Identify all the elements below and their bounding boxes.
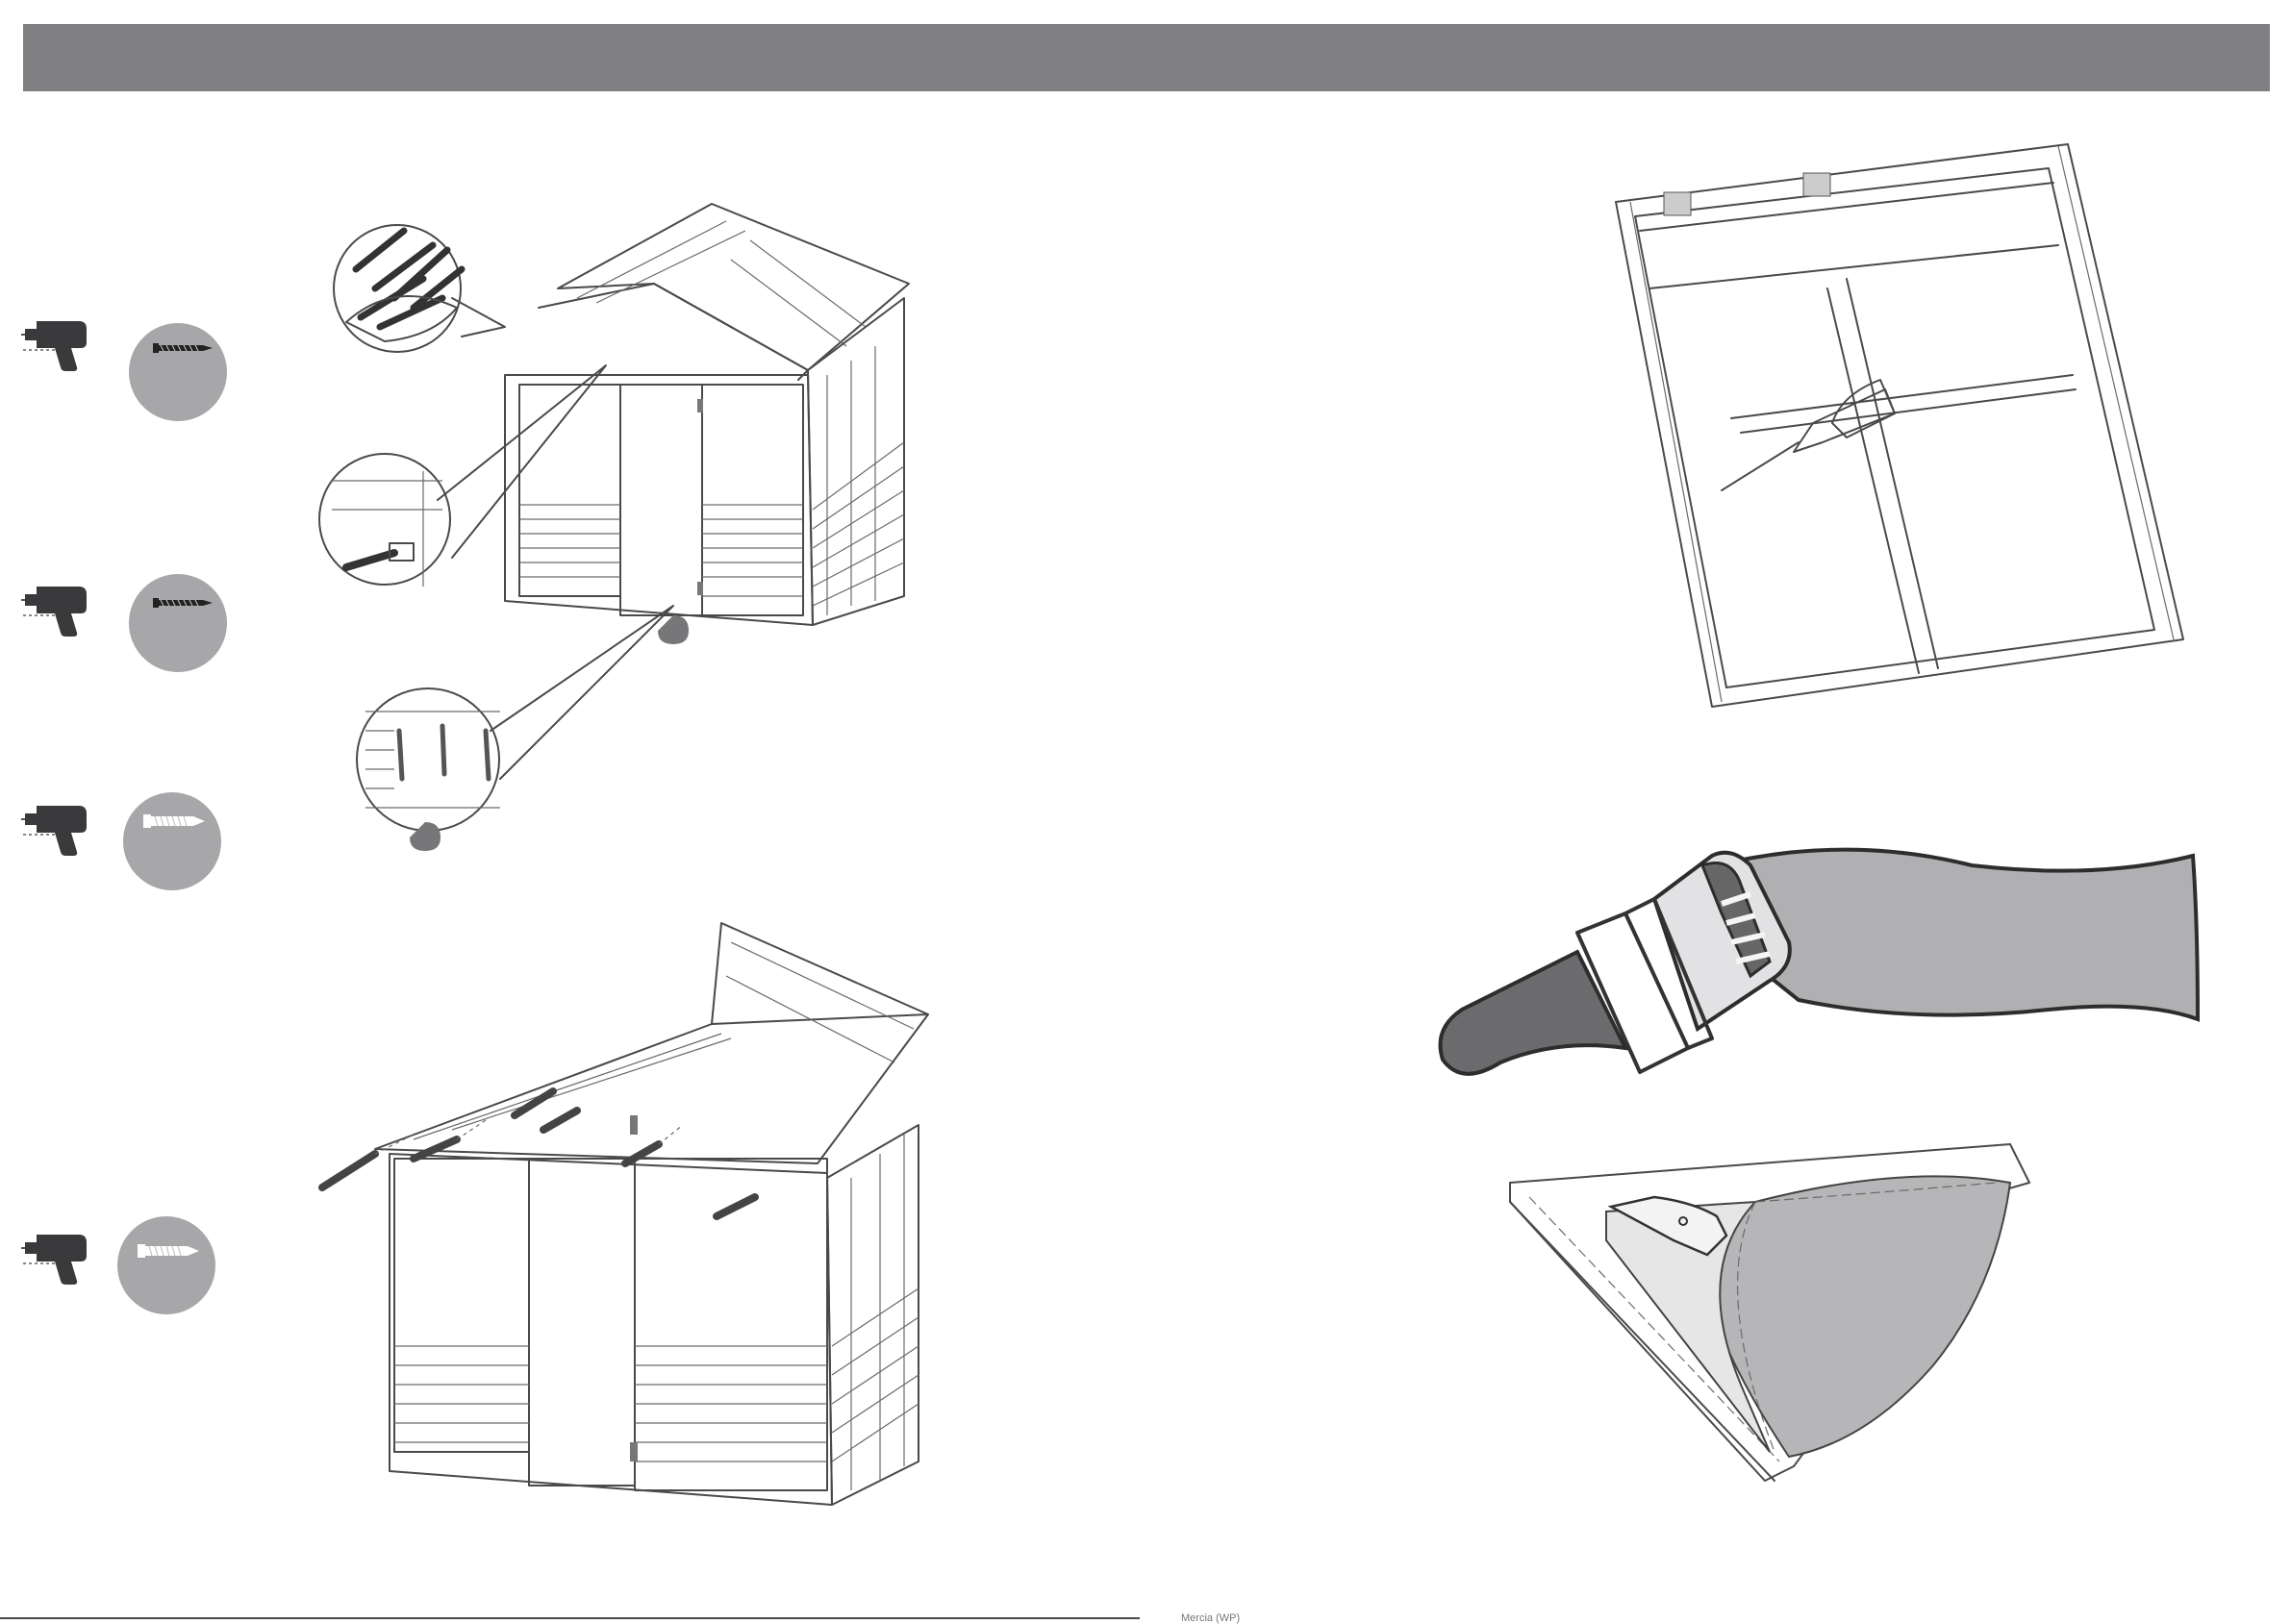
silver-screw-icon xyxy=(116,1215,216,1315)
drill-icon xyxy=(21,315,98,373)
drill-icon xyxy=(21,581,98,638)
shed-door-hinge-assembly-illustration xyxy=(289,192,923,865)
paintbrush-illustration xyxy=(1433,808,2212,1144)
silver-screw-icon xyxy=(122,791,222,891)
drill-icon xyxy=(21,800,98,858)
footer-text: Mercia (WP) xyxy=(1181,1612,1240,1624)
black-screw-icon xyxy=(128,322,228,422)
window-frame-sealant-illustration xyxy=(1606,135,2183,712)
black-screw-icon xyxy=(128,573,228,673)
header-bar xyxy=(23,24,2270,91)
shed-roof-fascia-screws-illustration xyxy=(317,923,952,1519)
drill-icon xyxy=(21,1229,98,1287)
roof-edge-painting-illustration xyxy=(1500,1125,2039,1490)
footer-rule xyxy=(0,1617,1140,1619)
